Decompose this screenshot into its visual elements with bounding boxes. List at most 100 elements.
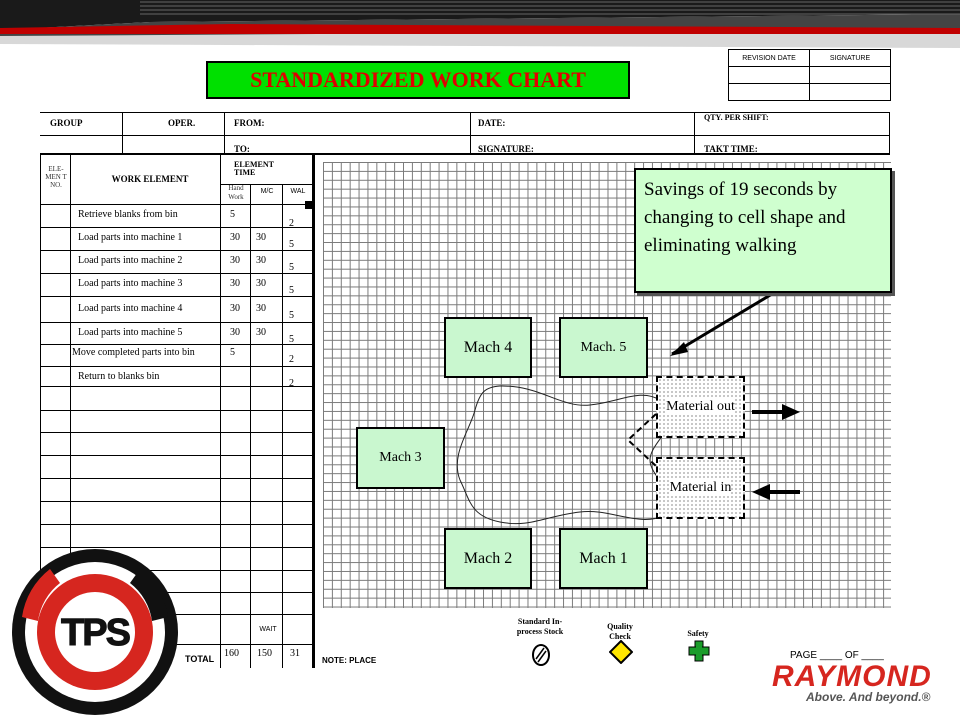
element-no-header: ELE- MEN T NO. <box>45 165 67 189</box>
walk-time-cell: 5 <box>289 285 294 296</box>
table-rule <box>40 478 312 479</box>
total-label: TOTAL <box>185 654 215 664</box>
material-in-area: Material in <box>656 457 745 519</box>
work-element-cell: Load parts into machine 2 <box>78 255 183 266</box>
table-rule <box>40 250 312 251</box>
hand-work-header: Hand Work <box>228 184 244 201</box>
raymond-logo: RAYMOND <box>772 660 932 693</box>
walking-path <box>456 385 674 525</box>
to-label: TO: <box>234 144 250 154</box>
mc-time-cell: 30 <box>256 232 266 243</box>
table-rule <box>40 344 312 345</box>
revision-table: REVISION DATE SIGNATURE <box>728 49 891 101</box>
walk-time-cell: 2 <box>289 354 294 365</box>
table-rule <box>40 296 312 297</box>
callout-pointer-head <box>670 342 688 356</box>
machine-3: Mach 3 <box>356 427 445 489</box>
table-rule <box>40 273 312 274</box>
wait-label: WAIT <box>259 626 277 633</box>
machine-1: Mach 1 <box>559 528 648 589</box>
material-in-label: Material in <box>669 480 732 496</box>
safety-label: Safety <box>687 629 709 638</box>
material-dashed-link <box>626 413 657 467</box>
element-time-header: ELEMENT TIME <box>234 160 274 177</box>
savings-callout: Savings of 19 seconds by changing to cel… <box>634 168 892 293</box>
hand-time-cell: 30 <box>230 255 240 266</box>
material-out-area: Material out <box>656 376 745 438</box>
table-rule <box>40 432 312 433</box>
table-rule <box>40 501 312 502</box>
work-element-cell: Load parts into machine 5 <box>78 327 183 338</box>
hand-time-cell: 5 <box>230 209 235 220</box>
svg-text:TPS: TPS <box>61 612 130 654</box>
hand-time-cell: 30 <box>230 232 240 243</box>
mc-time-cell: 30 <box>256 255 266 266</box>
table-rule <box>40 570 312 571</box>
work-element-cell: Return to blanks bin <box>78 371 160 382</box>
machine-4-label: Mach 4 <box>463 338 513 356</box>
work-element-table: ELE- MEN T NO. WORK ELEMENT ELEMENT TIME… <box>40 154 315 668</box>
walk-header-marker <box>305 201 312 209</box>
work-element-cell: Move completed parts into bin <box>72 347 195 358</box>
hand-time-cell: 30 <box>230 327 240 338</box>
mc-header: M/C <box>260 188 274 195</box>
chart-title-text: STANDARDIZED WORK CHART <box>250 67 586 92</box>
table-rule <box>40 322 312 323</box>
table-rule <box>40 386 312 387</box>
work-element-cell: Load parts into machine 1 <box>78 232 183 243</box>
machine-2-label: Mach 2 <box>463 549 513 567</box>
mc-time-cell: 30 <box>256 327 266 338</box>
table-row: Load parts into machine 2 30 30 5 <box>40 250 312 273</box>
quality-check-icon <box>609 640 633 664</box>
machine-2: Mach 2 <box>444 528 532 589</box>
mc-time-cell: 30 <box>256 303 266 314</box>
group-label: GROUP <box>50 118 83 128</box>
header-divider <box>40 153 890 155</box>
machine-5-label: Mach. 5 <box>580 339 627 355</box>
signature2-label: SIGNATURE: <box>478 144 534 154</box>
table-rule <box>40 410 312 411</box>
standard-stock-icon <box>532 644 550 666</box>
total-mc: 150 <box>257 648 272 659</box>
work-element-cell: Retrieve blanks from bin <box>78 209 178 220</box>
walk-time-cell: 5 <box>289 334 294 345</box>
qty-label: QTY. PER SHIFT: <box>704 113 769 122</box>
material-in-arrowhead <box>752 484 770 500</box>
machine-1-label: Mach 1 <box>579 549 628 567</box>
walk-time-cell: 5 <box>289 262 294 273</box>
table-row: Retrieve blanks from bin 5 2 <box>40 204 312 229</box>
total-hand: 160 <box>224 648 239 659</box>
raymond-tagline: Above. And beyond.® <box>806 690 931 704</box>
oper-label: OPER. <box>168 118 196 128</box>
from-label: FROM: <box>234 118 265 128</box>
table-rule <box>40 455 312 456</box>
quality-check-label: Quality Check <box>607 622 633 641</box>
mc-time-cell: 30 <box>256 278 266 289</box>
hand-time-cell: 30 <box>230 303 240 314</box>
chart-title: STANDARDIZED WORK CHART <box>206 61 630 99</box>
header-info-block: GROUP OPER. FROM: DATE: QTY. PER SHIFT: … <box>40 112 890 155</box>
table-rule <box>40 592 312 593</box>
takt-label: TAKT TIME: <box>704 144 758 154</box>
page-indicator: PAGE ____ OF ____ <box>790 650 884 661</box>
walk-header: WAL <box>290 188 306 195</box>
walk-time-cell: 2 <box>289 378 294 389</box>
callout-pointer <box>671 292 773 356</box>
table-row: Return to blanks bin 2 <box>40 366 312 389</box>
walk-time-cell: 2 <box>289 218 294 229</box>
table-rule <box>40 366 312 367</box>
safety-cross-icon <box>688 640 710 662</box>
work-element-cell: Load parts into machine 3 <box>78 278 183 289</box>
banner-graphic <box>0 0 960 62</box>
table-rule <box>40 547 312 548</box>
total-walk: 31 <box>290 648 300 659</box>
work-element-cell: Load parts into machine 4 <box>78 303 183 314</box>
signature-cell <box>809 83 891 101</box>
machine-3-label: Mach 3 <box>379 450 422 465</box>
